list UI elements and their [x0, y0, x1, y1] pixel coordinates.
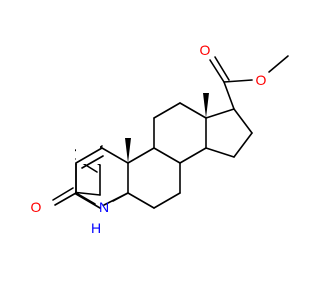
ring-d: [205, 108, 253, 158]
nitrogen-label: N: [99, 199, 109, 215]
ring-b: [127, 147, 181, 209]
structure-canvas: O N H O O: [28, 42, 289, 236]
methyl-wedge-c13: [203, 93, 209, 118]
ester-carbonyl-oxygen-label: O: [200, 42, 211, 58]
ketone-oxygen-label: O: [31, 199, 42, 215]
ring-a-final: [52, 147, 129, 206]
nitrogen-hydrogen-label: H: [91, 220, 101, 236]
methyl-wedge-c10: [125, 138, 131, 163]
molecule-structure: O N H O O: [28, 42, 289, 236]
ring-c: [153, 102, 207, 164]
methyl-ester: [209, 55, 289, 110]
ester-ether-oxygen-label: O: [256, 72, 267, 88]
